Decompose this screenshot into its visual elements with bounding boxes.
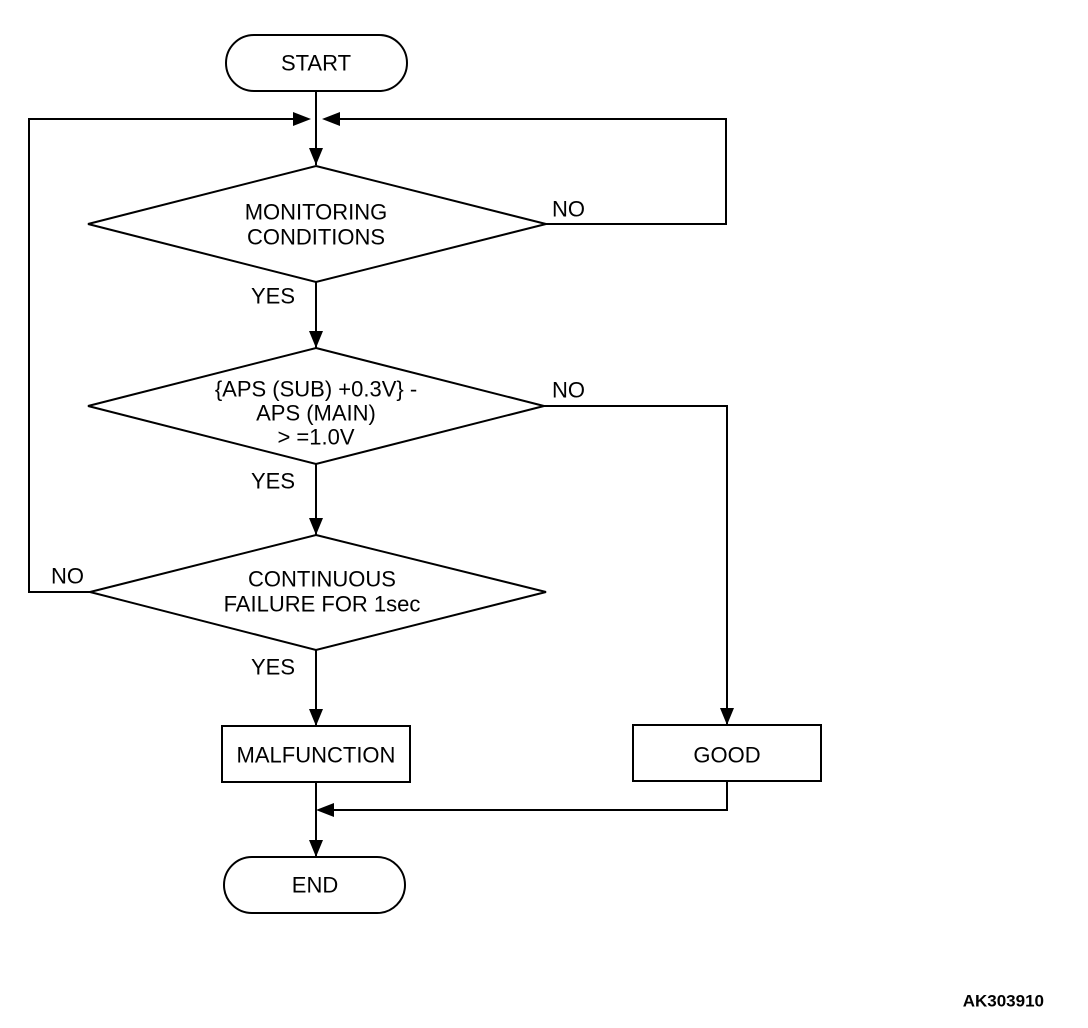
malfunction-label: MALFUNCTION [237,743,396,768]
decision2-line3: > =1.0V [277,425,354,450]
decision2-yes-label: YES [251,469,295,494]
arrowhead [720,708,734,725]
start-label: START [281,51,351,76]
decision1-line2: CONDITIONS [247,225,385,250]
decision1-no-label: NO [552,197,585,222]
end-label: END [292,873,338,898]
decision2-line2: APS (MAIN) [256,401,376,426]
arrowhead [309,148,323,165]
arrowhead [293,112,311,126]
arrowhead [322,112,340,126]
decision3-line2: FAILURE FOR 1sec [224,592,421,617]
decision2-line1: {APS (SUB) +0.3V} - [215,377,417,402]
loop-d3-no [28,118,293,593]
path-good-to-end [334,781,728,811]
decision3-line1: CONTINUOUS [248,567,396,592]
path-d2-no-to-good [544,405,728,725]
arrowhead [309,518,323,535]
decision2-no-label: NO [552,378,585,403]
figure-code: AK303910 [963,992,1044,1011]
arrowhead [309,709,323,726]
decision1-line1: MONITORING [245,200,388,225]
decision3-yes-label: YES [251,655,295,680]
good-label: GOOD [693,743,760,768]
decision3-no-label: NO [51,564,84,589]
arrowhead [309,331,323,348]
arrowhead [316,803,334,817]
decision1-yes-label: YES [251,284,295,309]
loop-d1-no [340,118,727,225]
arrowhead [309,840,323,857]
end-terminal [223,856,406,914]
